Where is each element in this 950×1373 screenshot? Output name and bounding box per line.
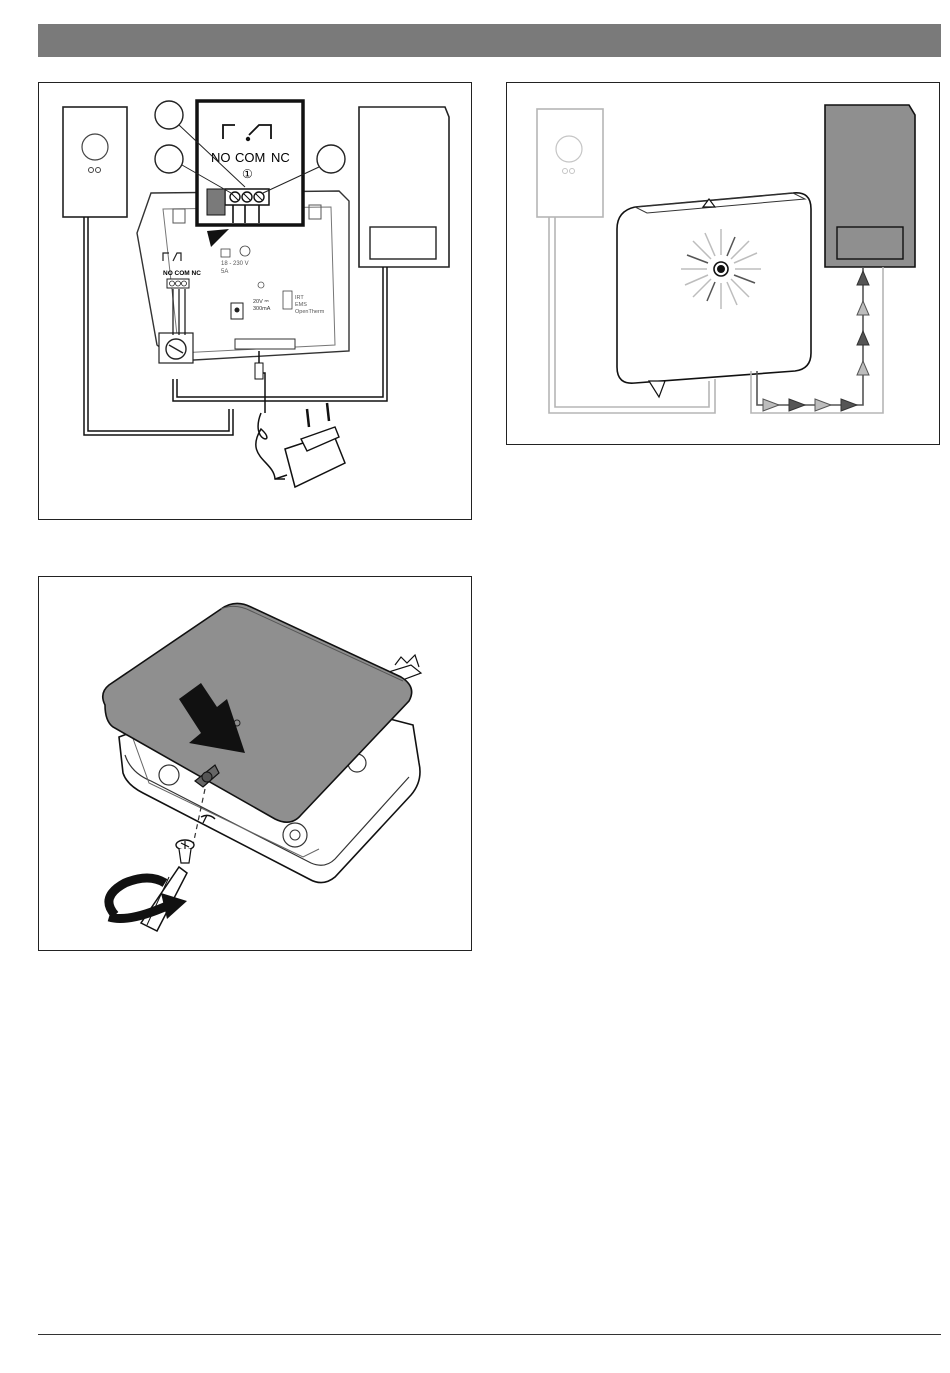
dc-spec-label-1: 20V ⎓ xyxy=(253,299,269,305)
cover-mounting-diagram xyxy=(39,577,473,952)
footer-rule xyxy=(38,1334,941,1335)
room-thermostat xyxy=(63,107,127,217)
cover-mounting-panel xyxy=(38,576,472,951)
signal-burst-icon xyxy=(681,229,761,309)
relay-terminal-zoom: NO COM NC ① xyxy=(197,101,303,247)
receiver-device xyxy=(617,193,811,397)
relay-block-label: NO COM NC xyxy=(163,270,201,277)
section-header-bar xyxy=(38,24,941,57)
terminal-marker: ① xyxy=(242,167,253,181)
relay-label-nc: NC xyxy=(271,150,290,165)
power-adapter xyxy=(255,363,345,487)
voltage-label: 18 - 230 V xyxy=(221,261,249,267)
room-thermostat-faded xyxy=(537,109,603,217)
relay-label-com: COM xyxy=(235,150,265,165)
bus-label-irt: IRT xyxy=(295,295,304,301)
dc-spec-label-2: 300mA xyxy=(253,306,271,312)
boiler xyxy=(359,107,449,267)
wiring-diagram: NO COM NC 18 - 230 V 5A 20V ⎓ 300mA IRT … xyxy=(39,83,473,521)
bus-label-ems: EMS xyxy=(295,302,307,308)
boiler-active xyxy=(825,105,915,267)
signal-diagram-panel xyxy=(506,82,940,445)
bus-label-opentherm: OpenTherm xyxy=(295,309,325,315)
signal-diagram xyxy=(507,83,941,446)
current-label: 5A xyxy=(221,269,228,275)
wiring-diagram-panel: NO COM NC 18 - 230 V 5A 20V ⎓ 300mA IRT … xyxy=(38,82,472,520)
